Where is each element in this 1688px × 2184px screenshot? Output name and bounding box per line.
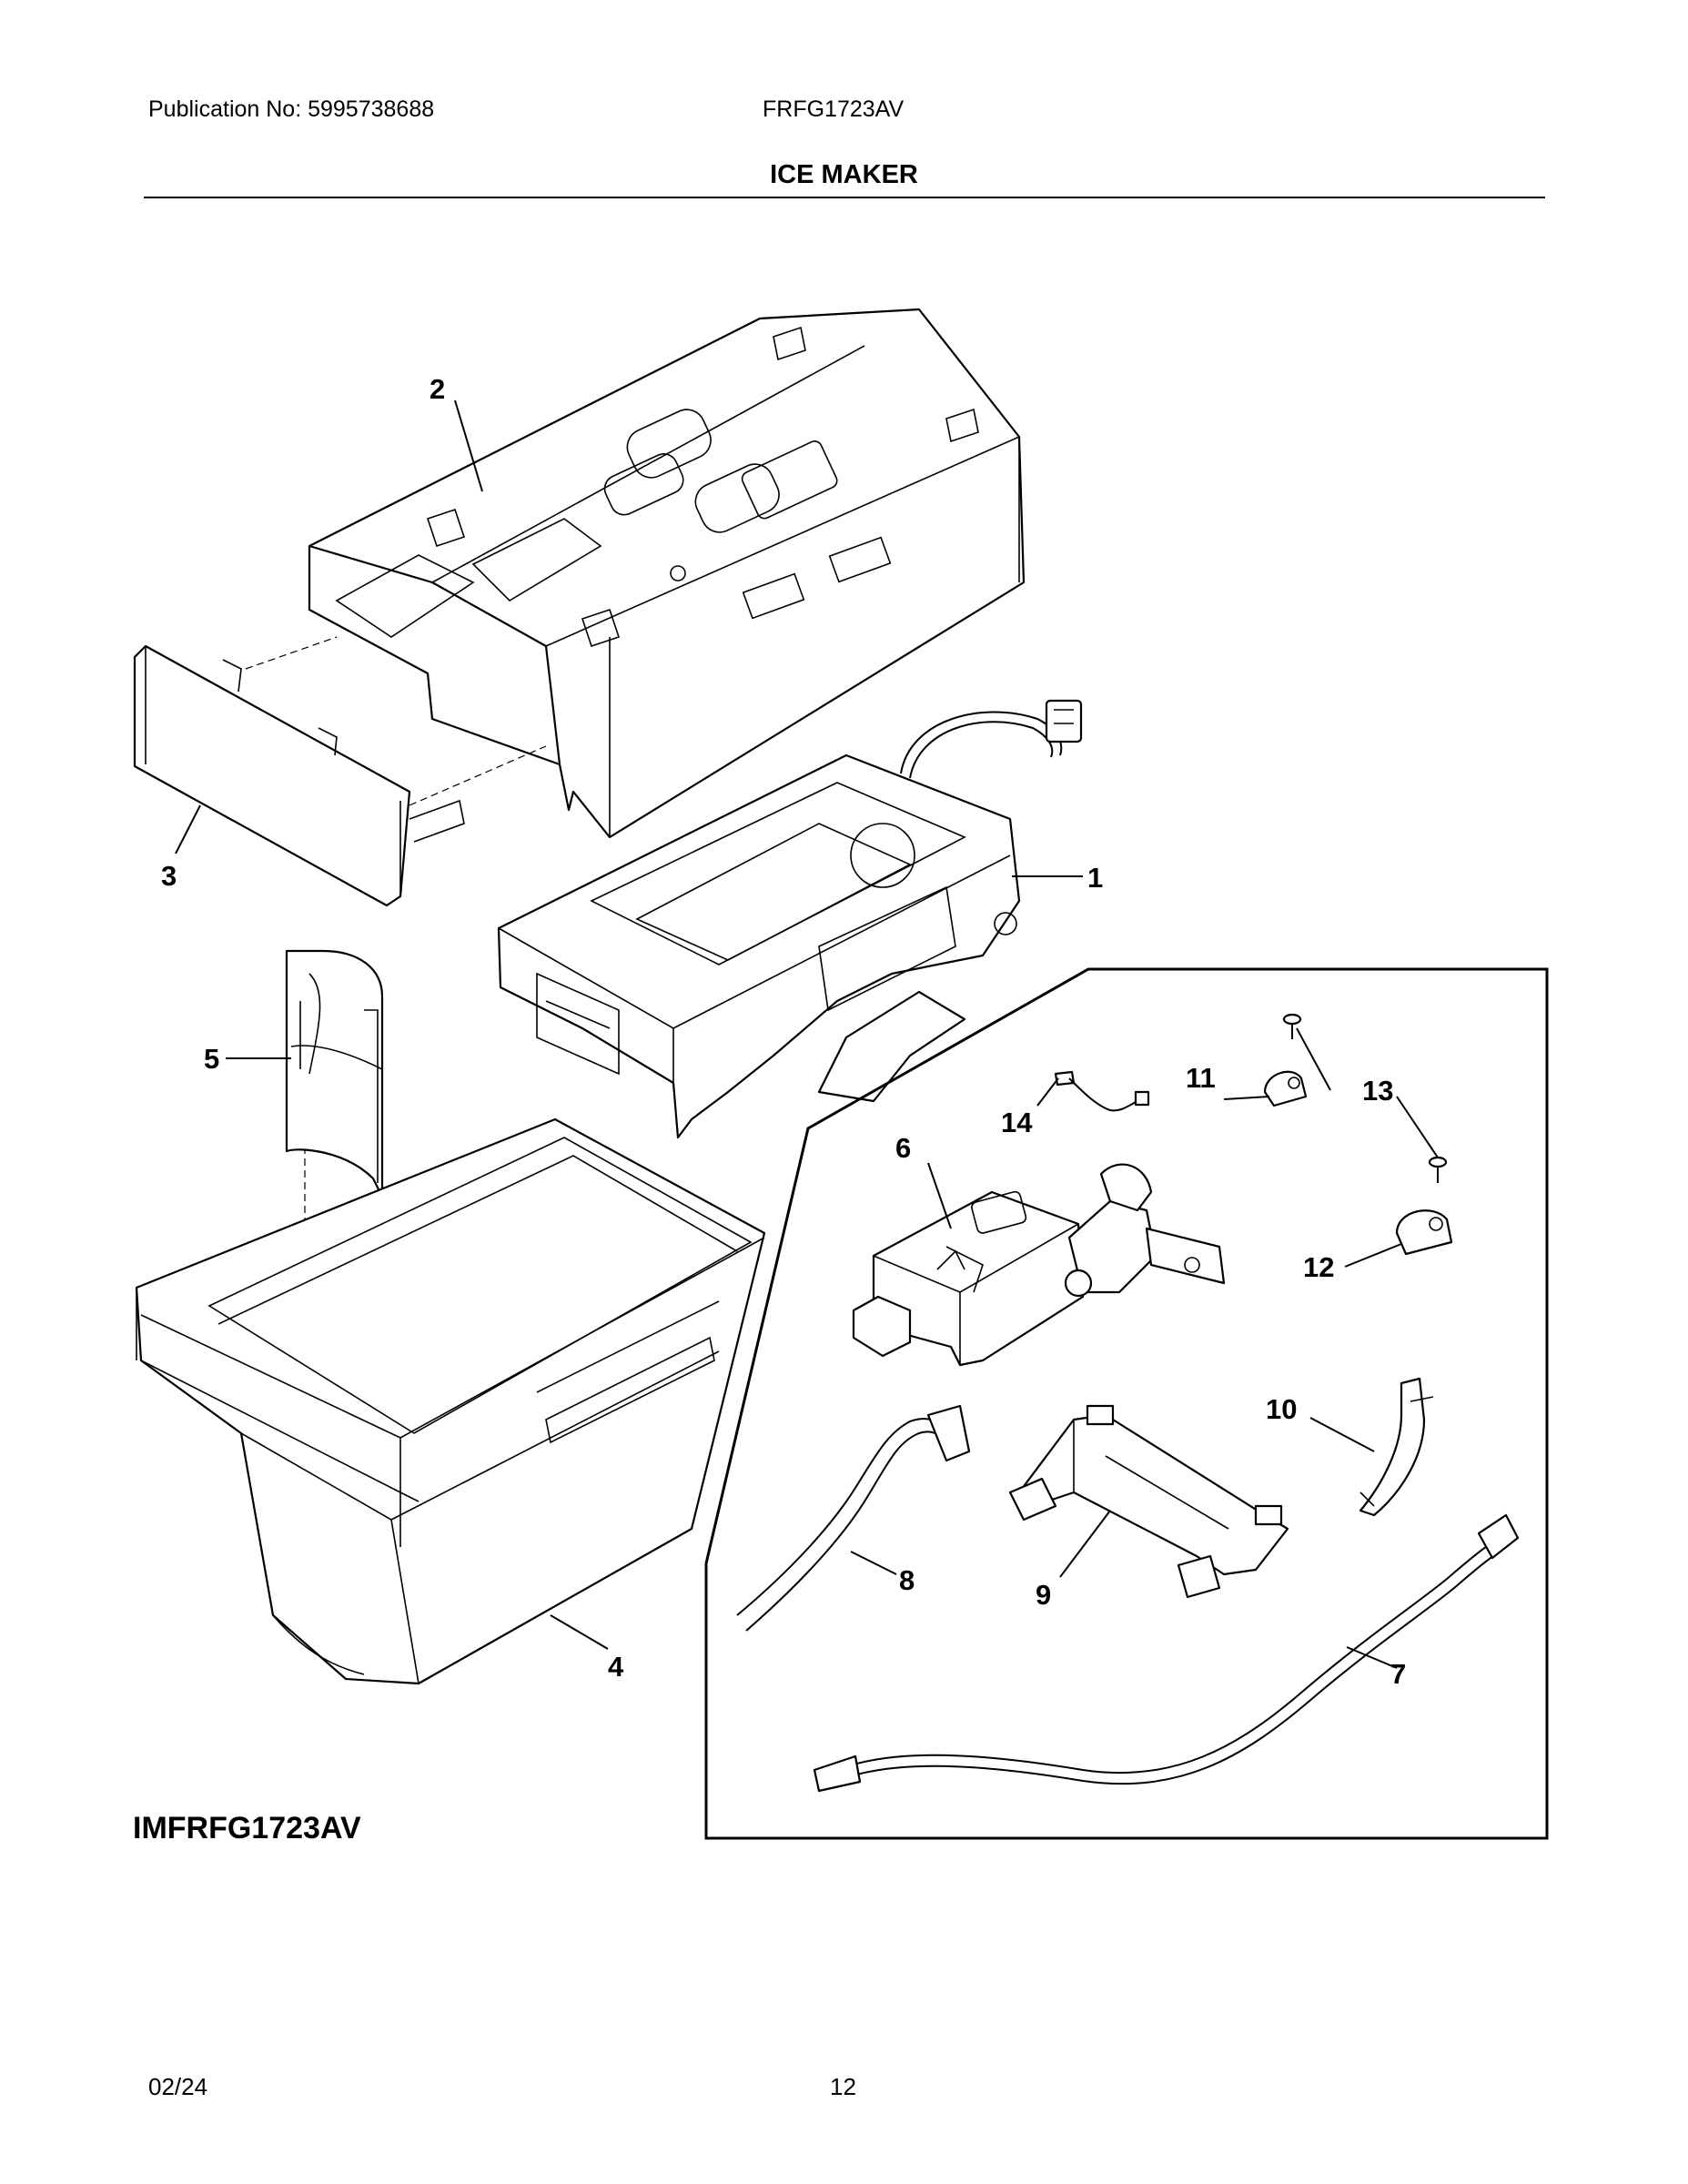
part-7-water-line [813, 1513, 1520, 1793]
leader-lines [175, 399, 1439, 1669]
callout-13: 13 [1362, 1075, 1393, 1107]
part-5-ice-chute [285, 949, 384, 1198]
part-13-screw-upper [1282, 1013, 1302, 1039]
page-title: ICE MAKER [770, 160, 918, 189]
footer-date: 02/24 [148, 2073, 208, 2100]
callout-8: 8 [899, 1564, 915, 1596]
part-9-bracket [1008, 1404, 1289, 1599]
part-1-ice-maker [497, 699, 1083, 1139]
part-10-tube-clip [1359, 1377, 1434, 1517]
part-6-water-valve [852, 1163, 1226, 1367]
callout-7: 7 [1390, 1658, 1406, 1690]
callout-6: 6 [895, 1132, 911, 1164]
page-number: 12 [830, 2073, 856, 2100]
part-2-housing [308, 308, 1026, 839]
callout-4: 4 [608, 1651, 624, 1683]
part-12-clamp [1395, 1209, 1453, 1256]
model-number: FRFG1723AV [763, 96, 905, 122]
inset-panel-border [704, 967, 1549, 1840]
callout-3: 3 [161, 860, 177, 892]
callout-2: 2 [430, 373, 445, 405]
callout-9: 9 [1036, 1579, 1051, 1611]
callout-5: 5 [204, 1043, 219, 1075]
diagram-code: IMFRFG1723AV [133, 1811, 361, 1845]
header-rule [144, 197, 1545, 198]
callout-11: 11 [1186, 1062, 1216, 1094]
callout-12: 12 [1303, 1251, 1334, 1283]
part-11-clamp [1263, 1070, 1308, 1107]
callout-1: 1 [1087, 862, 1103, 894]
part-4-ice-bucket [135, 1117, 766, 1685]
part-3-front-cover [133, 644, 465, 907]
callout-10: 10 [1266, 1393, 1297, 1425]
part-13-screw-lower [1428, 1156, 1448, 1183]
publication-number: Publication No: 5995738688 [148, 96, 435, 122]
part-8-fill-tube [736, 1404, 971, 1632]
callout-labels: 1 2 3 4 5 6 7 8 9 10 11 12 13 14 [161, 373, 1406, 1690]
callout-14: 14 [1001, 1107, 1033, 1138]
part-14-thermistor [1054, 1070, 1150, 1112]
